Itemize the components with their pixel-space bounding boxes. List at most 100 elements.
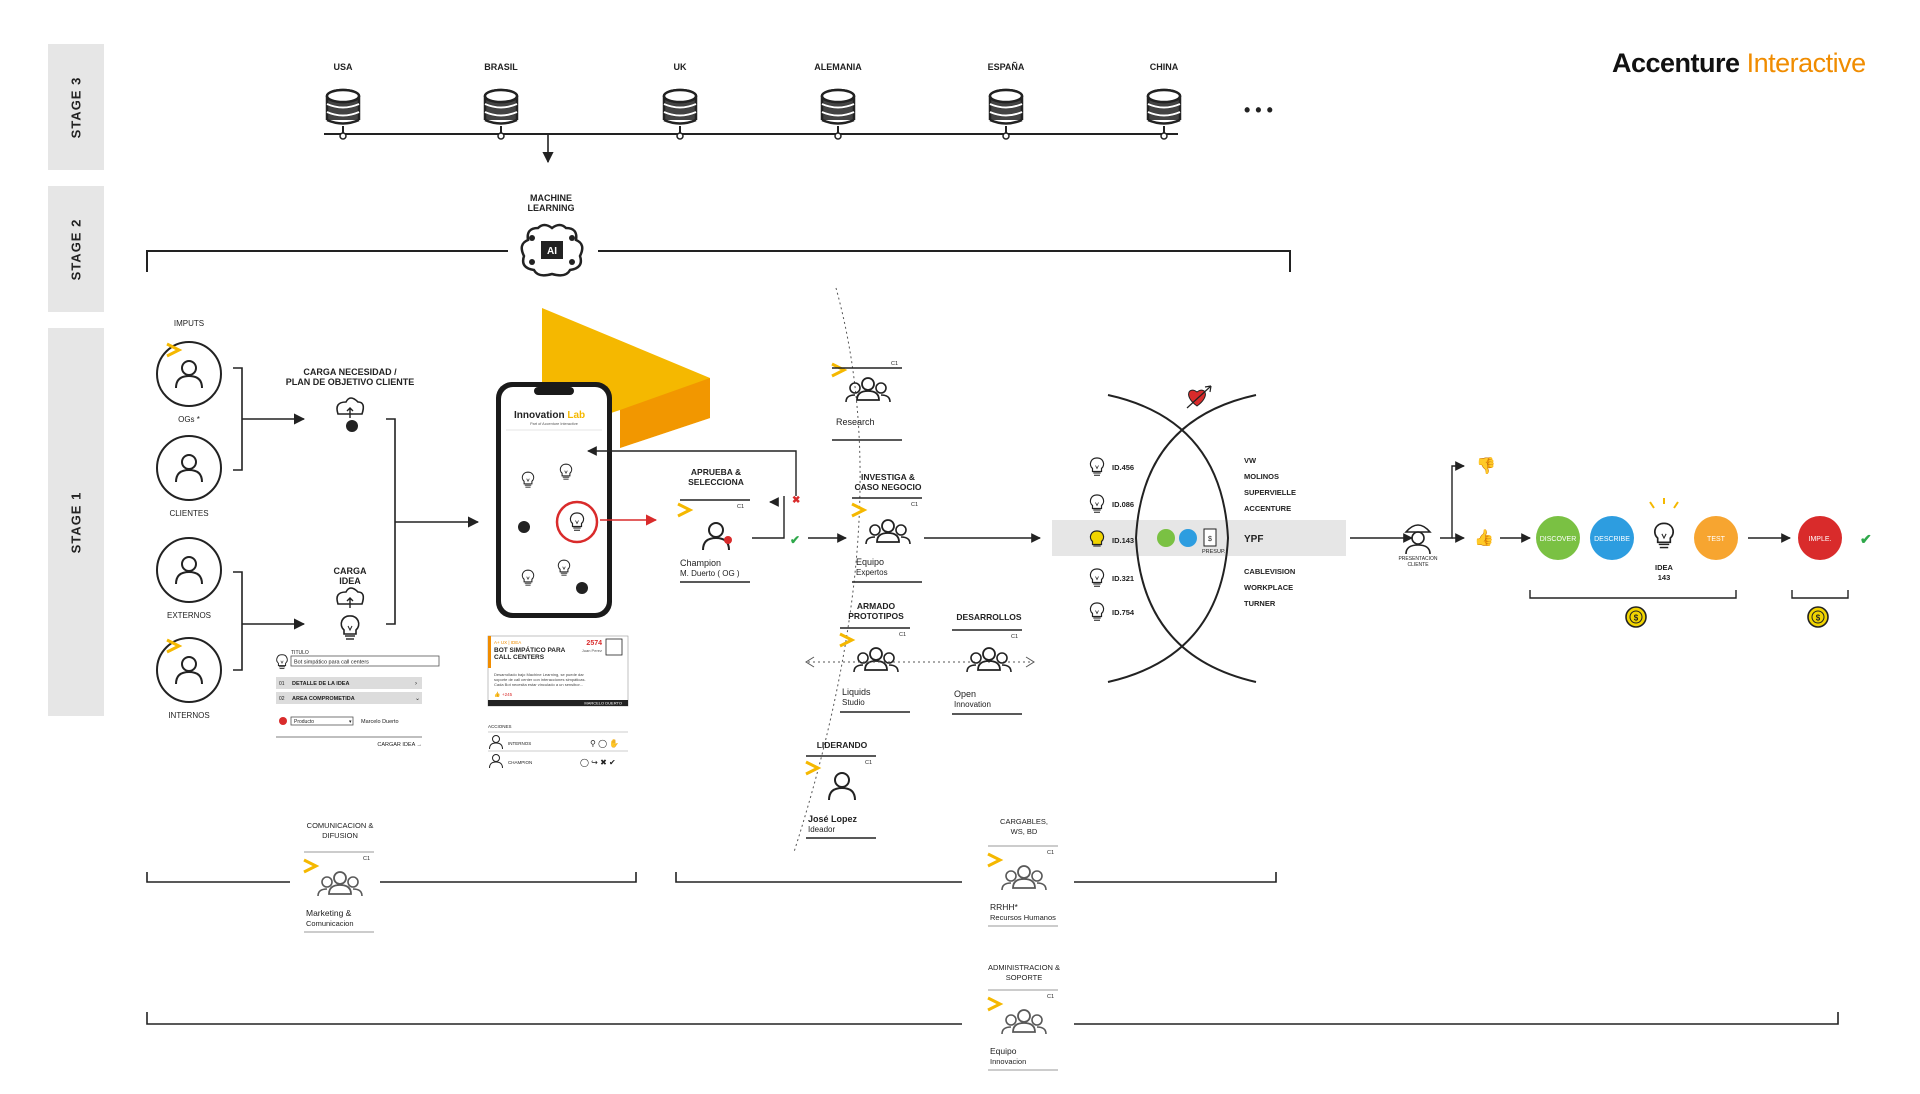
row-number: 01 [279,681,285,687]
ai-brain-icon: AI [520,223,584,277]
input-label: INTERNOS [168,711,209,720]
approve-check-icon[interactable]: ✔ [790,533,800,547]
role-title: ARMADO [857,601,896,611]
role-name: Equipo [856,557,884,567]
area-comprometida-row[interactable] [276,692,422,704]
svg-text:$: $ [1816,614,1821,623]
chevron-down-icon: ▾ [349,719,352,725]
aprueba-selecciona-block: APRUEBA & SELECCIONA C1 Champion M. Duer… [676,467,750,583]
role-name: RRHH* [990,902,1019,912]
reject-x-icon[interactable]: ✖ [792,495,800,506]
idea-bulb-icon [1089,457,1105,476]
role-title: SOPORTE [1006,973,1043,982]
cargar-idea-link[interactable]: CARGAR IDEA → [377,742,422,748]
role-liderando: LIDERANDO C1 José Lopez Ideador [804,740,876,839]
database-usa: USA [325,62,361,141]
action-icons[interactable]: ⚲ ◯ ✋ [590,738,619,748]
cloud-upload-bulb-icon [336,587,365,640]
input-ogs[interactable]: OGs * [156,341,222,424]
team-icon [966,647,1012,673]
carga-necesidad-label-2: PLAN DE OBJETIVO CLIENTE [286,377,415,387]
role-comunicacion-difusion: COMUNICACION & DIFUSION C1 Marketing & C… [302,821,374,933]
accenture-interactive-logo: Accenture Interactive [1612,48,1866,78]
team-icon [317,871,363,897]
person-icon [489,754,503,769]
team-icon [1001,865,1047,891]
coin-icon: $ [1625,606,1647,628]
phase-label: DESCRIBE [1594,536,1630,543]
phase-label: TEST [1707,536,1726,543]
input-clientes[interactable]: CLIENTES [156,435,222,518]
title-input[interactable] [290,655,440,667]
team-icon [845,377,891,403]
card-desc: Desarrollado bajo Machine Learning, se p… [494,672,585,677]
card-number-sub: Juan Perez [582,648,602,653]
role-administracion-soporte: ADMINISTRACION & SOPORTE C1 Equipo Innov… [986,963,1060,1071]
card-title-1: BOT SIMPÁTICO PARA [494,645,566,654]
carga-idea-label-1: CARGA [334,566,367,576]
team-icon [1001,1009,1047,1035]
row-number: 02 [279,696,285,702]
client-name: ACCENTURE [1244,504,1291,513]
action-icons[interactable]: ◯ ↪ ✖ ✔ [580,758,616,767]
thumbs-up-icon[interactable]: 👍 [1474,528,1494,547]
idea-id: ID.754 [1112,608,1135,617]
database-alemania: ALEMANIA [814,62,862,141]
discover-phase[interactable] [1536,516,1580,560]
support-brackets [146,872,1839,1025]
idea-form: TITULO Bot simpático para call centers 0… [276,650,440,748]
input-internos[interactable]: INTERNOS [156,637,222,720]
bomb-icon[interactable] [518,521,530,533]
cloud-upload-bomb-icon [336,397,365,432]
inputs-section: IMPUTS OGs * CLIENTES EXTERNOS INTERNOS … [156,319,480,720]
role-name: José Lopez [808,814,858,824]
country-label: CHINA [1150,62,1179,72]
implementation-phases: DISCOVER DESCRIBE IDEA 143 TEST IMPLE. ✔… [1529,498,1872,628]
database-uk: UK [662,62,698,141]
idea-bulb-icon [1089,494,1105,513]
person-icon [828,772,856,801]
presentacion-label-2: CLIENTE [1407,562,1429,568]
card-likes: +245 [502,692,513,697]
presup-label: PRESUP. [1202,549,1226,555]
acciones-panel: ACCIONES INTERNOS ⚲ ◯ ✋ CHAMPION ◯ ↪ ✖ ✔ [488,724,628,769]
approve-role: Champion [680,558,721,568]
thumbs-down-icon[interactable]: 👎 [1476,457,1496,475]
avatar [605,638,623,656]
acciones-title: ACCIONES [488,724,512,729]
product-select[interactable] [290,716,354,726]
thumbs-up-icon[interactable]: 👍 [494,691,500,698]
role-desarrollos: DESARROLLOS C1 Open Innovation [952,612,1022,715]
role-sub: Recursos Humanos [990,913,1056,922]
selected-idea-highlight[interactable] [555,500,599,544]
inputs-title: IMPUTS [174,319,204,328]
idea-label: IDEA [1655,563,1674,572]
role-armado-prototipos: ARMADO PROTOTIPOS C1 Liquids Studio [838,601,910,713]
database-espana: ESPAÑA [988,62,1025,141]
idea-detail-card: A+ UX | IDEA BOT SIMPÁTICO PARA CALL CEN… [487,635,629,707]
idea-number: 143 [1658,573,1671,582]
role-name: Liquids [842,687,871,697]
input-label: CLIENTES [169,509,208,518]
presentacion-label-1: PRESENTACION [1398,556,1437,562]
database-china: CHINA [1146,62,1182,141]
role-sub: Studio [842,698,865,707]
c1-badge: C1 [911,502,918,508]
role-title: COMUNICACION & [307,821,374,830]
coin-icon: $ [1807,606,1829,628]
carga-idea-label-2: IDEA [339,576,361,586]
idea-id: ID.456 [1112,463,1134,472]
implementation-phase[interactable] [1798,516,1842,560]
ml-label-2: LEARNING [528,203,575,213]
detalle-idea-row[interactable] [276,677,422,689]
input-label: OGs * [178,415,200,424]
describe-phase[interactable] [1590,516,1634,560]
input-externos[interactable]: EXTERNOS [156,537,222,620]
title-input-value: Bot simpático para call centers [294,660,369,666]
idea-client-venn: ID.456 ID.086 ID.143 ID.321 ID.754 $ PRE… [1052,385,1346,683]
c1-badge: C1 [1011,634,1018,640]
test-phase[interactable] [1694,516,1738,560]
bomb-icon[interactable] [576,582,588,594]
blue-dot [1179,529,1197,547]
chevron-down-icon: ⌄ [415,696,420,702]
